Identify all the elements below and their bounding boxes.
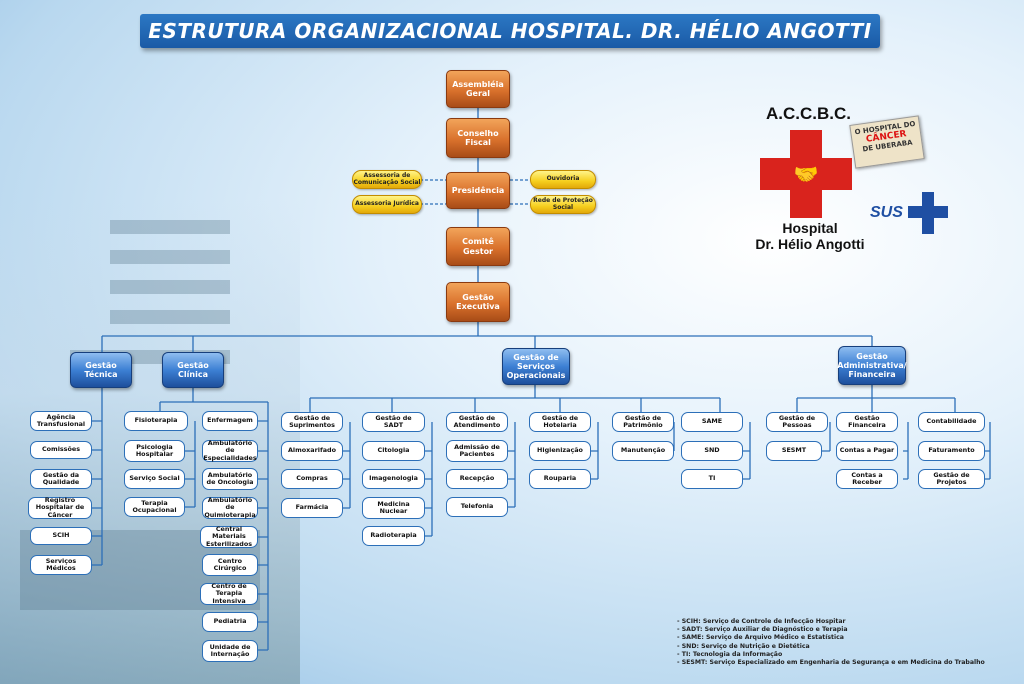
node-ambulatorio-oncologia: Ambulatório de Oncologia <box>202 468 258 490</box>
legend-item: - SCIH: Serviço de Controle de Infecção … <box>677 618 846 625</box>
node-comissoes: Comissões <box>30 441 92 459</box>
head-gestao-tecnica: Gestão Técnica <box>70 352 132 388</box>
node-rouparia: Rouparia <box>529 469 591 489</box>
legend-item: - SADT: Serviço Auxiliar de Diagnóstico … <box>677 626 848 634</box>
node-fisioterapia: Fisioterapia <box>124 411 188 431</box>
node-imagenologia: Imagenologia <box>362 469 425 489</box>
node-contabilidade: Contabilidade <box>918 412 985 432</box>
head-gestao-administrativa-financeira: Gestão Administrativa/ Financeira <box>837 346 907 385</box>
hospital-name: Hospital Dr. Hélio Angotti <box>752 220 868 252</box>
node-compras: Compras <box>281 469 343 489</box>
legend-item: - SAME: Serviço de Arquivo Médico e Esta… <box>677 634 844 642</box>
node-presidencia: Presidência <box>446 172 510 209</box>
node-gestao-patrimonio: Gestão de Patrimônio <box>612 412 674 432</box>
abbreviation-legend: - SCIH: Serviço de Controle de Infecção … <box>677 618 985 667</box>
node-gestao-executiva: Gestão Executiva <box>446 282 510 322</box>
hospital-name-line-1: Hospital <box>782 220 838 236</box>
node-ambulatorio-quimioterapia: Ambulatório de Quimioterapia <box>202 496 258 519</box>
node-gestao-suprimentos: Gestão de Suprimentos <box>281 412 343 432</box>
head-gestao-clinica: Gestão Clínica <box>162 352 224 388</box>
node-manutencao: Manutenção <box>612 441 674 461</box>
node-agencia-transfusional: Agência Transfusional <box>30 411 92 431</box>
node-registro-hospitalar-cancer: Registro Hospitalar de Câncer <box>28 496 92 519</box>
handshake-icon: 🤝 <box>793 162 819 186</box>
node-assembleia-geral: Assembléia Geral <box>446 70 510 108</box>
node-pediatria: Pediatria <box>202 612 258 632</box>
node-ouvidoria: Ouvidoria <box>530 170 596 189</box>
node-terapia-ocupacional: Terapia Ocupacional <box>124 497 185 517</box>
node-comite-gestor: Comitê Gestor <box>446 227 510 266</box>
page-title: ESTRUTURA ORGANIZACIONAL HOSPITAL. DR. H… <box>148 19 872 43</box>
node-rede-protecao-social: Rede de Proteção Social <box>530 195 596 214</box>
node-higienizacao: Higienização <box>529 441 591 461</box>
legend-item: - TI: Tecnologia da Informação <box>677 650 783 658</box>
node-admissao-pacientes: Admissão de Pacientes <box>446 440 508 462</box>
node-assessoria-comunicacao: Assessoria de Comunicação Social <box>352 170 422 189</box>
node-conselho-fiscal: Conselho Fiscal <box>446 118 510 158</box>
title-banner: ESTRUTURA ORGANIZACIONAL HOSPITAL. DR. H… <box>140 14 880 48</box>
node-servicos-medicos: Serviços Médicos <box>30 555 92 575</box>
sus-logo-text: SUS <box>870 204 903 221</box>
hospital-name-line-2: Dr. Hélio Angotti <box>755 236 865 253</box>
node-gestao-financeira: Gestão Financeira <box>836 412 898 432</box>
node-gestao-atendimento: Gestão de Atendimento <box>446 412 508 432</box>
node-same: SAME <box>681 412 743 432</box>
node-servico-social: Serviço Social <box>124 469 185 489</box>
node-centro-cirurgico: Centro Cirúrgico <box>202 554 258 576</box>
node-snd: SND <box>681 441 743 461</box>
node-medicina-nuclear: Medicina Nuclear <box>362 497 425 519</box>
head-gestao-servicos-operacionais: Gestão de Serviços Operacionais <box>502 348 570 385</box>
legend-item: - SND: Serviço de Nutrição e Dietética <box>677 642 810 650</box>
node-radioterapia: Radioterapia <box>362 526 425 546</box>
legend-item: - SESMT: Serviço Especializado em Engenh… <box>677 659 985 667</box>
node-scih: SCIH <box>30 527 92 545</box>
node-sesmt: SESMT <box>766 441 822 461</box>
node-contas-receber: Contas a Receber <box>836 469 898 489</box>
node-ti: TI <box>681 469 743 489</box>
node-gestao-pessoas: Gestão de Pessoas <box>766 412 828 432</box>
node-almoxarifado: Almoxarifado <box>281 441 343 461</box>
node-gestao-sadt: Gestão de SADT <box>362 412 425 432</box>
node-citologia: Citologia <box>362 441 425 461</box>
red-cross-handshake-icon: 🤝 <box>760 130 852 218</box>
node-centro-terapia-intensiva: Centro de Terapia Intensiva <box>200 582 258 605</box>
node-recepcao: Recepção <box>446 469 508 489</box>
node-ambulatorio-especialidades: Ambulatório de Especialidades <box>202 438 258 462</box>
node-faturamento: Faturamento <box>918 441 985 461</box>
node-telefonia: Telefonia <box>446 497 508 517</box>
node-unidade-internacao: Unidade de Internação <box>202 640 258 662</box>
node-enfermagem: Enfermagem <box>202 411 258 431</box>
node-gestao-hotelaria: Gestão de Hotelaria <box>529 412 591 432</box>
node-central-materiais-esterilizados: Central Materiais Esterilizados <box>200 525 258 548</box>
node-assessoria-juridica: Assessoria Jurídica <box>352 195 422 214</box>
sus-logo: SUS <box>868 190 948 236</box>
node-contas-pagar: Contas a Pagar <box>836 441 898 461</box>
node-psicologia-hospitalar: Psicologia Hospitalar <box>124 440 185 462</box>
accbc-logo-text: A.C.C.B.C. <box>766 104 851 123</box>
node-gestao-projetos: Gestão de Projetos <box>918 469 985 489</box>
node-farmacia: Farmácia <box>281 498 343 518</box>
node-gestao-qualidade: Gestão da Qualidade <box>30 469 92 489</box>
